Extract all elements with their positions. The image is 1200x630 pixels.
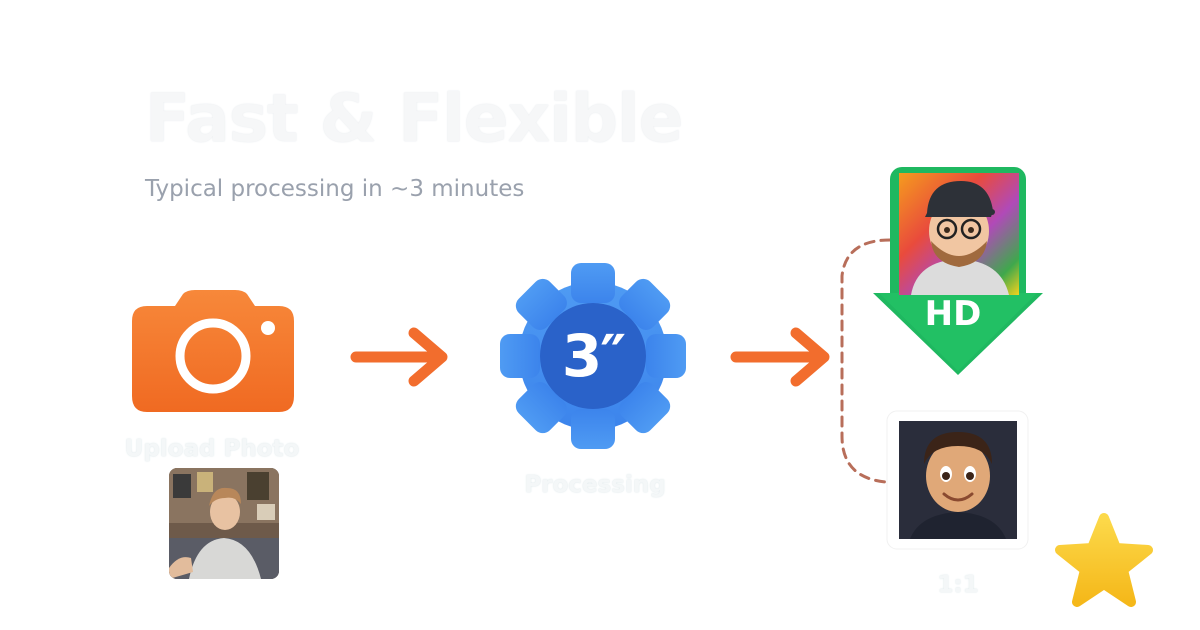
arrow-icon [730, 326, 834, 388]
hd-output-image [873, 167, 1043, 377]
camera-icon [131, 290, 296, 414]
square-output-image [886, 410, 1029, 550]
page-title: Fast & Flexible [145, 80, 683, 157]
dashed-connector [830, 236, 896, 488]
hd-badge: HD [924, 294, 982, 334]
star-icon [1052, 512, 1156, 612]
upload-photo-label: Upload Photo [124, 436, 300, 462]
processing-time-badge: 3″ [561, 322, 626, 390]
arrow-icon [350, 326, 452, 388]
input-photo [169, 468, 279, 579]
processing-label: Processing [524, 472, 666, 498]
page-subtitle: Typical processing in ~3 minutes [145, 176, 525, 202]
aspect-ratio-label: 1:1 [937, 572, 979, 598]
gear-icon [499, 263, 687, 449]
